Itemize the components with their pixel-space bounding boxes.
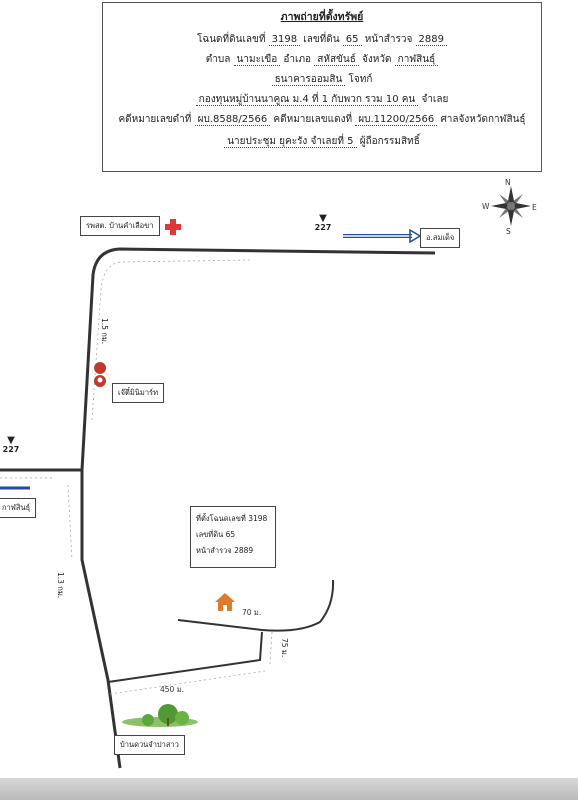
info-survey: หน้าสำรวจ 2889: [196, 546, 254, 555]
distance-upper: 1.5 กม.: [100, 318, 109, 345]
route-badge-left: ▼ 227: [0, 435, 22, 455]
deed-line: โฉนดที่ดินเลขที่ 3198 เลขที่ดิน 65 หน้าส…: [103, 33, 541, 46]
owner-role: ผู้ถือกรรมสิทธิ์: [359, 136, 420, 147]
owner-line: นายประชุม ยุคะรัง จำเลยที่ 5 ผู้ถือกรรมส…: [103, 135, 541, 148]
distance-lower: 1.3 กม.: [56, 572, 65, 599]
case-line: คดีหมายเลขดำที่ ผบ.8588/2566 คดีหมายเลขแ…: [103, 113, 541, 126]
arrow-somdet: [343, 228, 422, 244]
subdistrict-label: ตำบล: [205, 54, 231, 65]
compass-n: N: [505, 178, 511, 187]
compass-w: W: [482, 202, 490, 211]
province: กาฬสินธุ์: [394, 54, 439, 66]
case-black: ผบ.8588/2566: [194, 114, 271, 126]
header-box: ภาพถ่ายที่ตั้งทรัพย์ โฉนดที่ดินเลขที่ 31…: [102, 2, 542, 172]
land-no-label: เลขที่ดิน: [303, 34, 340, 45]
map-canvas: [0, 186, 531, 769]
district-label: อำเภอ: [283, 54, 312, 65]
compass-s: S: [506, 227, 511, 236]
case-black-label: คดีหมายเลขดำที่: [118, 114, 192, 125]
province-label: จังหวัด: [362, 54, 392, 65]
route-shield-icon: ▼: [319, 213, 327, 224]
kalasin-label: กาฬสินธุ์: [0, 498, 37, 518]
location-line: ตำบล นามะเขือ อำเภอ สหัสขันธ์ จังหวัด กา…: [103, 53, 541, 66]
village-label: บ้านดวนจำปาสาว: [114, 735, 185, 755]
road-main: [80, 247, 436, 769]
defendant-role: จำเลย: [421, 94, 449, 105]
header-title: ภาพถ่ายที่ตั้งทรัพย์: [280, 11, 364, 23]
compass-icon: [491, 186, 531, 226]
info-land-no: เลขที่ดิน 65: [196, 530, 236, 539]
road-bottom: [107, 631, 263, 683]
road-lower-guide: [67, 484, 73, 561]
trees-icon: [122, 704, 198, 727]
hospital-icon: [165, 219, 181, 235]
distance-450: 450 ม.: [160, 685, 185, 694]
somdet-label: อ.สมเด็จ: [420, 228, 461, 248]
info-deed: ที่ตั้งโฉนดเลขที่ 3198: [196, 514, 268, 523]
deed-prefix: โฉนดที่ดินเลขที่: [197, 34, 266, 45]
survey-label: หน้าสำรวจ: [364, 34, 413, 45]
deed-no: 3198: [268, 34, 301, 46]
subdistrict: นามะเขือ: [233, 54, 281, 66]
land-no: 65: [342, 34, 362, 46]
plaintiff-role: โจทก์: [348, 74, 373, 85]
distance-75: 75 ม.: [280, 638, 289, 658]
shop-pin-icon: [94, 362, 107, 392]
property-info-box: ที่ตั้งโฉนดเลขที่ 3198 เลขที่ดิน 65 หน้า…: [190, 506, 276, 568]
defendant: กองทุนหมู่บ้านนาคูณ ม.4 ที่ 1 กับพวก รวม…: [195, 94, 419, 106]
route-top-number: 227: [314, 223, 332, 232]
plaintiff-line: ธนาคารออมสิน โจทก์: [103, 73, 541, 86]
road-property: [177, 579, 335, 632]
route-badge-top: ▼ 227: [312, 213, 334, 233]
case-red: ผบ.11200/2566: [355, 114, 438, 126]
compass-e: E: [532, 203, 537, 212]
district: สหัสขันธ์: [314, 54, 359, 66]
road-dashed-75: [269, 631, 273, 665]
hospital-label: รพสต. บ้านคำเลือขา: [80, 216, 160, 236]
house-icon: [215, 593, 235, 611]
plaintiff: ธนาคารออมสิน: [271, 74, 346, 86]
case-red-label: คดีหมายเลขแดงที่: [273, 114, 353, 125]
owner: นายประชุม ยุคะรัง จำเลยที่ 5: [224, 136, 357, 148]
road-guide-dashed: [91, 259, 251, 421]
shop-label: เจ๊ตี๋มินิมาร์ท: [112, 383, 165, 403]
survey-no: 2889: [415, 34, 447, 46]
defendant-line: กองทุนหมู่บ้านนาคูณ ม.4 ที่ 1 กับพวก รวม…: [103, 93, 541, 106]
route-shield-icon-left: ▼: [7, 435, 15, 446]
route-left-number: 227: [2, 445, 20, 454]
viewer-scroll-bar[interactable]: [0, 778, 578, 800]
court: ศาลจังหวัดกาฬสินธุ์: [440, 114, 526, 125]
distance-70: 70 ม.: [242, 608, 262, 617]
road-dashed-450: [109, 670, 266, 695]
